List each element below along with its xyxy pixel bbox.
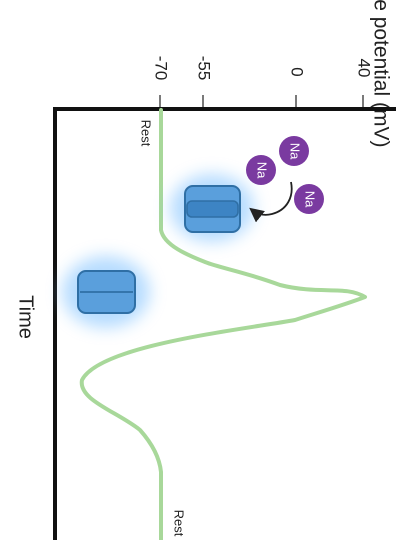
sodium-ion-label-2: Na xyxy=(288,143,303,160)
sodium-ion-1: Na xyxy=(246,155,276,185)
tick-40: 40 xyxy=(355,59,374,108)
y-axis-ticks: -70 -55 0 40 xyxy=(152,56,374,108)
tick-label-40: 40 xyxy=(355,59,374,78)
tick-label-zero: 0 xyxy=(288,67,307,76)
sodium-ion-2: Na xyxy=(279,136,309,166)
sodium-ion-label-1: Na xyxy=(255,162,270,179)
tick-minus-55: -55 xyxy=(195,56,214,108)
sodium-channel-open xyxy=(170,174,254,242)
tick-zero: 0 xyxy=(288,67,307,108)
sodium-ion-label-3: Na xyxy=(303,191,318,208)
rest-label-start: Rest xyxy=(139,120,154,147)
rest-label-end: Rest xyxy=(172,510,187,537)
tick-minus-70: -70 xyxy=(152,56,171,108)
sodium-ion-3: Na xyxy=(294,184,324,214)
x-axis-title: Time xyxy=(15,295,37,339)
ion-flow-arrow xyxy=(249,181,293,223)
tick-label-minus-55: -55 xyxy=(195,56,214,81)
action-potential-trace xyxy=(79,108,367,540)
tick-label-minus-70: -70 xyxy=(152,56,171,81)
sodium-channel-closed xyxy=(62,256,150,328)
